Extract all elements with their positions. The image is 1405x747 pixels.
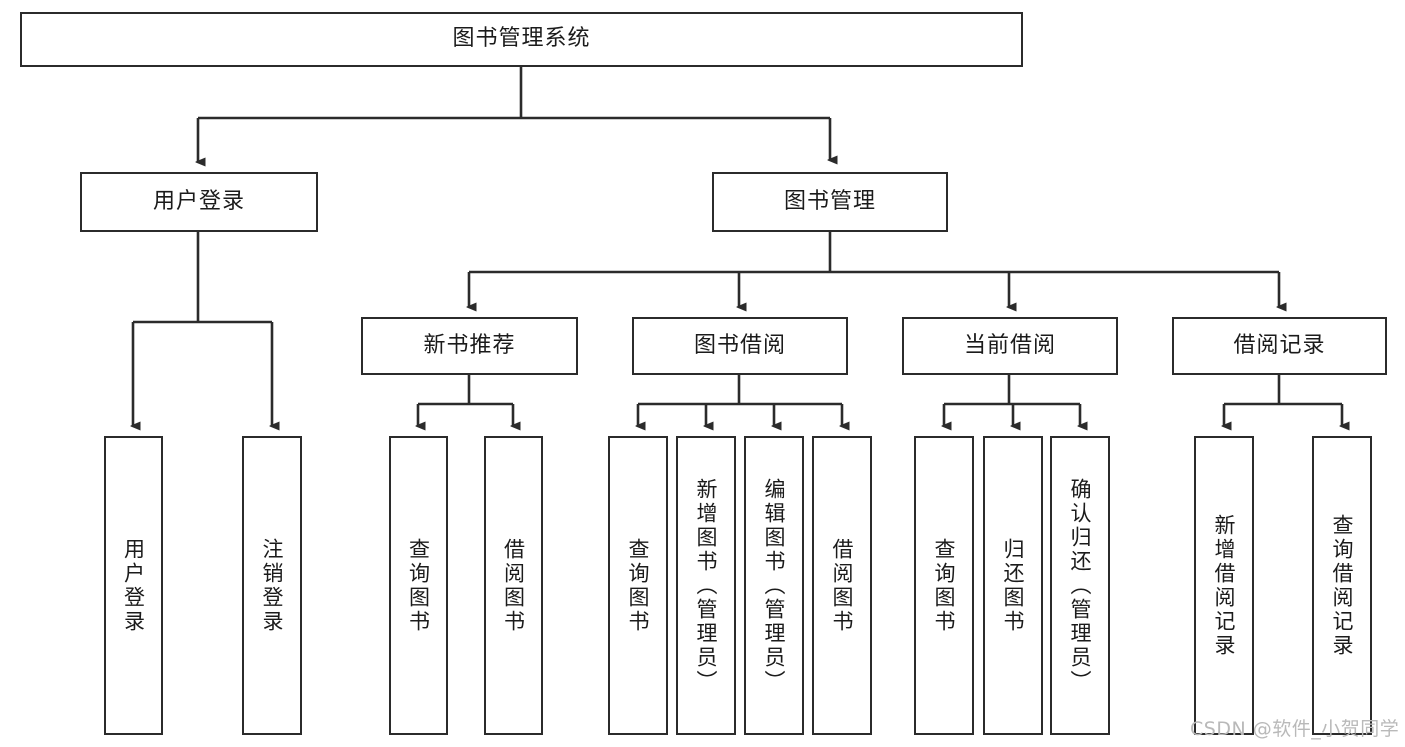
node-book-borrow[interactable]: 图书借阅 xyxy=(632,317,848,375)
node-new-book-rec-label: 新书推荐 xyxy=(423,332,516,358)
leaf-logout[interactable]: 注销登录 xyxy=(242,436,302,735)
node-borrow-record[interactable]: 借阅记录 xyxy=(1172,317,1387,375)
node-user-login[interactable]: 用户登录 xyxy=(80,172,318,232)
leaf-confirm-return-label: 确认归还（管理员） xyxy=(1068,477,1093,694)
leaf-query-book-2-label: 查询图书 xyxy=(626,537,651,634)
leaf-borrow-book-1[interactable]: 借阅图书 xyxy=(484,436,543,735)
leaf-return-book-label: 归还图书 xyxy=(1001,537,1026,634)
node-current-borrow-label: 当前借阅 xyxy=(963,332,1056,358)
node-book-manage-label: 图书管理 xyxy=(783,188,876,214)
node-borrow-record-label: 借阅记录 xyxy=(1233,332,1326,358)
leaf-add-record-label: 新增借阅记录 xyxy=(1212,513,1237,658)
leaf-add-book[interactable]: 新增图书（管理员） xyxy=(676,436,736,735)
leaf-borrow-book-1-label: 借阅图书 xyxy=(501,537,526,634)
leaf-query-book-3[interactable]: 查询图书 xyxy=(914,436,974,735)
node-book-manage[interactable]: 图书管理 xyxy=(712,172,948,232)
node-root-label: 图书管理系统 xyxy=(452,26,591,52)
leaf-query-book-1-label: 查询图书 xyxy=(406,537,431,634)
leaf-logout-label: 注销登录 xyxy=(260,537,285,634)
leaf-edit-book-label: 编辑图书（管理员） xyxy=(762,477,787,694)
leaf-add-book-label: 新增图书（管理员） xyxy=(694,477,719,694)
leaf-add-record[interactable]: 新增借阅记录 xyxy=(1194,436,1254,735)
leaf-confirm-return[interactable]: 确认归还（管理员） xyxy=(1050,436,1110,735)
leaf-borrow-book-2-label: 借阅图书 xyxy=(830,537,855,634)
leaf-user-login-label: 用户登录 xyxy=(121,537,146,634)
node-user-login-label: 用户登录 xyxy=(152,188,245,214)
csdn-watermark: CSDN @软件_小贺同学 xyxy=(1190,718,1400,740)
leaf-edit-book[interactable]: 编辑图书（管理员） xyxy=(744,436,804,735)
node-root[interactable]: 图书管理系统 xyxy=(20,12,1023,67)
node-book-borrow-label: 图书借阅 xyxy=(693,332,786,358)
leaf-query-record-label: 查询借阅记录 xyxy=(1330,513,1355,658)
node-new-book-rec[interactable]: 新书推荐 xyxy=(361,317,578,375)
node-current-borrow[interactable]: 当前借阅 xyxy=(902,317,1118,375)
leaf-query-book-1[interactable]: 查询图书 xyxy=(389,436,448,735)
leaf-user-login[interactable]: 用户登录 xyxy=(104,436,163,735)
leaf-query-book-2[interactable]: 查询图书 xyxy=(608,436,668,735)
leaf-return-book[interactable]: 归还图书 xyxy=(983,436,1043,735)
leaf-query-record[interactable]: 查询借阅记录 xyxy=(1312,436,1372,735)
leaf-borrow-book-2[interactable]: 借阅图书 xyxy=(812,436,872,735)
leaf-query-book-3-label: 查询图书 xyxy=(932,537,957,634)
